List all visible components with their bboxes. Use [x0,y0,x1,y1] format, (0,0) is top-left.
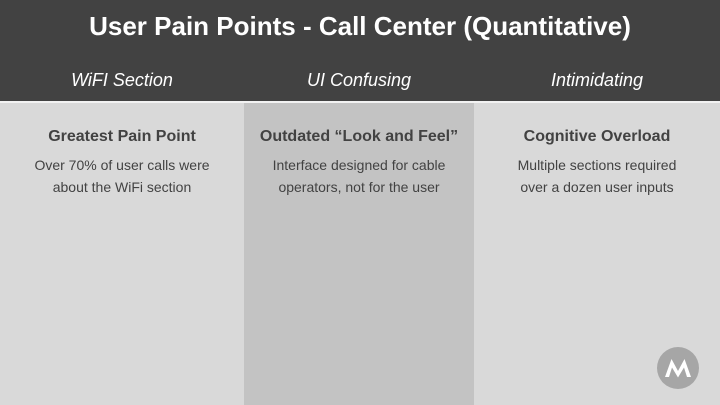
column-body-line: about the WiFi section [52,179,192,195]
slide-title: User Pain Points - Call Center (Quantita… [89,11,631,41]
column-body-line: Over 70% of user calls were [34,157,210,173]
column-title-intimidating: Cognitive Overload [523,128,671,145]
column-header-intimidating: Intimidating [550,70,644,90]
column-body-ui: Interface designed for cable operators, … [244,154,474,198]
column-header-wifi: WiFI Section [71,70,173,90]
header-divider [0,101,720,103]
header-bar [0,0,720,101]
motorola-logo-icon [657,347,699,389]
column-title-ui: Outdated “Look and Feel” [259,128,459,145]
panel-wifi [0,103,244,405]
column-body-intimidating: Multiple sections required over a dozen … [474,154,720,198]
column-body-wifi: Over 70% of user calls were about the Wi… [0,154,244,198]
column-title-wifi: Greatest Pain Point [48,128,196,145]
panel-ui [244,103,474,405]
column-body-line: Interface designed for cable [272,157,446,173]
column-body-line: Multiple sections required [517,157,677,173]
column-body-line: over a dozen user inputs [520,179,674,195]
column-header-ui: UI Confusing [306,70,412,90]
column-body-line: operators, not for the user [278,179,440,195]
